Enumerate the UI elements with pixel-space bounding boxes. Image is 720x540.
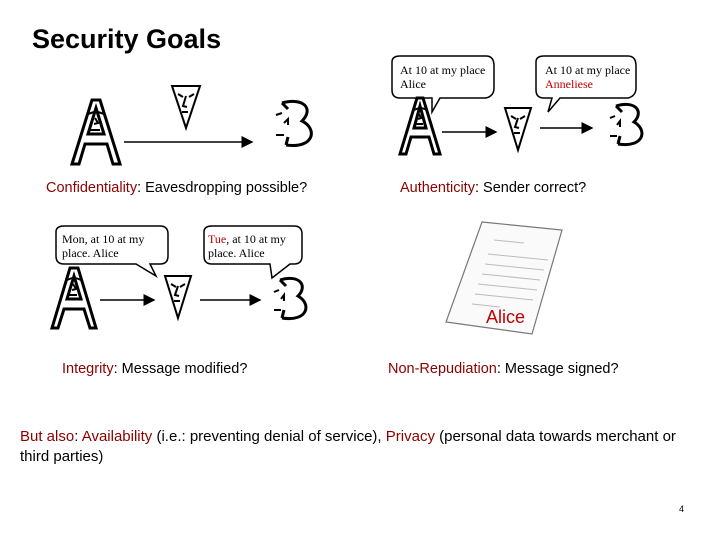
footer-availability: Availability	[81, 428, 153, 445]
letter-a-figure-icon	[397, 96, 443, 156]
term-label: Integrity	[62, 361, 114, 377]
speech-bubble-left	[391, 55, 495, 115]
term-label: Authenticity	[400, 180, 475, 196]
footer-note: But also: Availability (i.e.: preventing…	[20, 427, 680, 467]
letter-b-figure-icon	[609, 103, 644, 147]
letter-b-figure-icon	[275, 100, 313, 147]
signed-document-icon	[445, 221, 563, 335]
bubble-line: place. Alice	[208, 246, 265, 260]
bubble-line: Alice	[400, 77, 426, 91]
bubble-line: At 10 at my place	[545, 63, 631, 77]
term-label: Non-Repudiation	[388, 361, 497, 377]
triangle-eavesdropper-icon	[163, 275, 193, 322]
letter-b-figure-icon	[273, 277, 308, 321]
footer-lead: But also	[20, 428, 75, 445]
footer-privacy-note: (personal data towards merchant or third…	[20, 428, 676, 465]
bubble-line-rest: , at 10 at my	[226, 232, 286, 246]
term-description: : Message signed?	[496, 361, 619, 377]
caption-authenticity: Authenticity: Sender correct?	[400, 180, 586, 196]
bubble-text: Tue, at 10 at my place. Alice	[208, 232, 286, 260]
speech-bubble-right	[535, 55, 637, 113]
speech-bubble-left	[55, 225, 169, 278]
bubble-line: place. Alice	[62, 246, 119, 260]
letter-a-figure-icon	[69, 98, 123, 166]
document-signature: Alice	[486, 307, 526, 327]
bubble-line: Mon, at 10 at my	[62, 232, 145, 246]
speech-bubble-right	[203, 225, 303, 280]
footer-privacy: Privacy	[385, 428, 435, 445]
caption-non-repudiation: Non-Repudiation: Message signed?	[388, 361, 619, 377]
footer-availability-note: (i.e.: preventing denial of service),	[152, 428, 386, 445]
forged-sender-name: Anneliese	[545, 77, 593, 91]
triangle-eavesdropper-icon	[503, 107, 533, 154]
page-number: 4	[678, 504, 684, 514]
term-description: : Eavesdropping possible?	[137, 180, 308, 196]
triangle-eavesdropper-icon	[170, 85, 202, 132]
bubble-line: At 10 at my place	[400, 63, 486, 77]
bubble-text: At 10 at my place Anneliese	[545, 63, 630, 91]
letter-a-figure-icon	[49, 266, 99, 330]
term-description: : Message modified?	[113, 361, 248, 377]
slide-title: Security Goals	[32, 24, 222, 54]
bubble-text: At 10 at my place Alice	[400, 63, 485, 91]
modified-word: Tue	[208, 232, 227, 246]
caption-confidentiality: Confidentiality: Eavesdropping possible?	[46, 180, 307, 196]
bubble-text: Mon, at 10 at my place. Alice	[62, 232, 144, 260]
caption-integrity: Integrity: Message modified?	[62, 361, 247, 377]
footer-separator: :	[74, 428, 82, 445]
bubble-line: Tue, at 10 at my	[208, 232, 286, 246]
term-description: : Sender correct?	[474, 180, 587, 196]
term-label: Confidentiality	[46, 180, 138, 196]
